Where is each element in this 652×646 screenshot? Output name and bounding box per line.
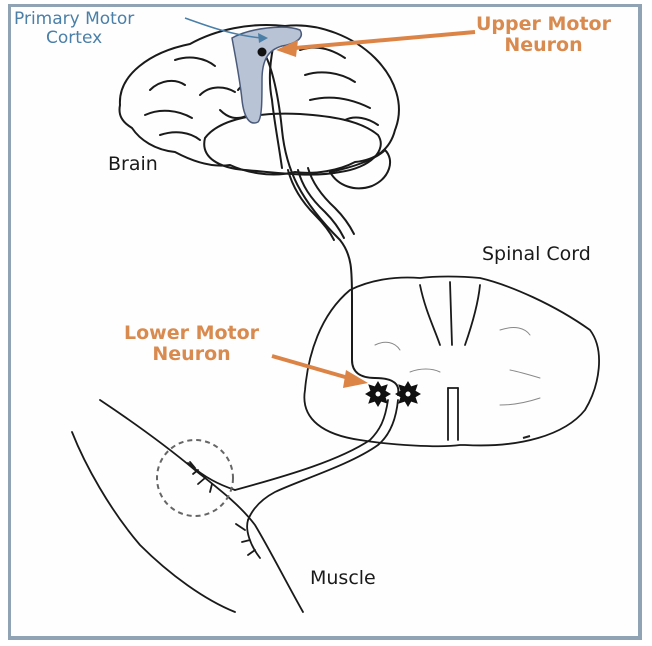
muscle-outline-upper <box>99 399 304 613</box>
spinal-cord-outline <box>303 275 600 448</box>
lower-motor-neuron-arrow-line <box>271 354 353 381</box>
upper-motor-neuron-arrow-line <box>294 30 476 50</box>
label-muscle: Muscle <box>310 567 376 589</box>
label-upper-motor-neuron: Upper Motor Neuron <box>476 13 611 57</box>
primary-motor-cortex-highlight <box>231 26 302 124</box>
label-primary-motor-cortex-line1: Primary Motor <box>14 9 135 29</box>
label-lower-motor-neuron: Lower Motor Neuron <box>124 322 260 366</box>
label-brain: Brain <box>108 153 158 175</box>
central-sulcus <box>268 37 283 169</box>
label-lower-motor-neuron-line1: Lower Motor <box>124 322 260 344</box>
lower-motor-neuron-axon <box>234 399 389 491</box>
label-upper-motor-neuron-line1: Upper Motor <box>476 13 611 35</box>
brainstem <box>287 169 335 241</box>
muscle-outline-lower <box>71 431 236 613</box>
neuromuscular-junction-highlight <box>156 439 234 517</box>
label-spinal-cord: Spinal Cord <box>482 243 591 265</box>
label-upper-motor-neuron-line2: Neuron <box>504 34 583 57</box>
label-primary-motor-cortex-line2: Cortex <box>46 28 103 49</box>
lower-motor-neuron-cell-bodies <box>365 381 421 407</box>
temporal-lobe <box>203 112 382 176</box>
upper-motor-neuron-arrowhead <box>276 40 298 57</box>
primary-motor-cortex-pointer <box>184 17 263 39</box>
posterior-median-septum <box>449 281 453 346</box>
label-lower-motor-neuron-line2: Neuron <box>152 343 231 366</box>
cerebellum <box>329 149 392 190</box>
nerve-terminal-upper <box>187 461 236 493</box>
lower-motor-neuron-arrowhead <box>343 370 368 388</box>
ink-speck <box>522 435 531 439</box>
upper-motor-neuron-axon <box>261 49 400 396</box>
label-primary-motor-cortex: Primary Motor Cortex <box>14 9 135 49</box>
upper-motor-neuron-cell-body <box>257 47 267 57</box>
nerve-terminal-lower <box>235 519 261 559</box>
